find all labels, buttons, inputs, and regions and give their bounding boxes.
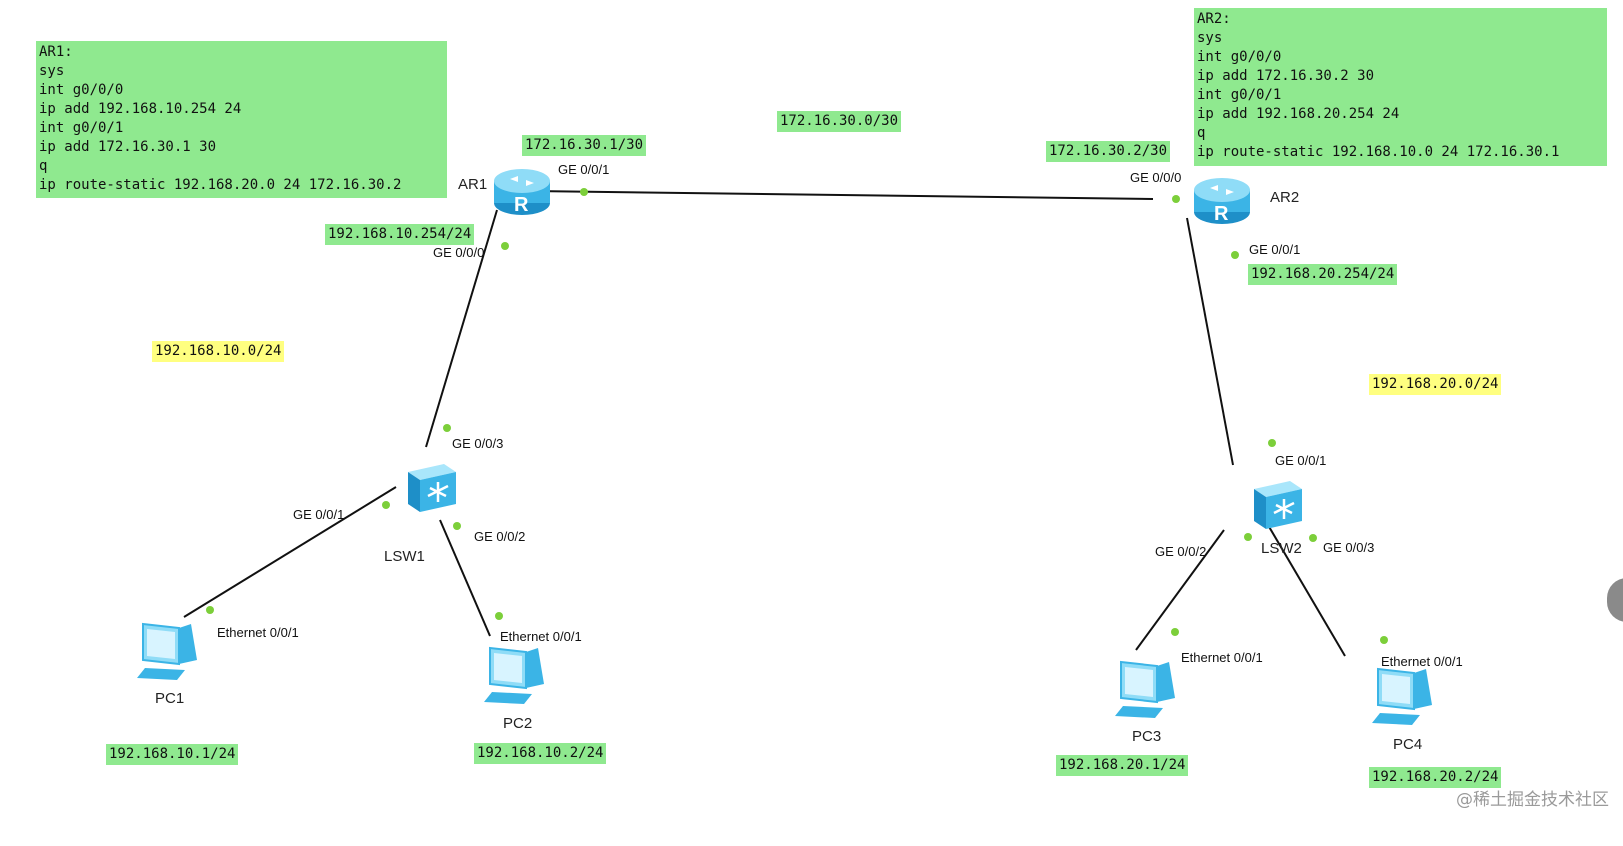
link-ar1-ar2[interactable] <box>531 190 1154 200</box>
lsw2-port-ge001-label: GE 0/0/1 <box>1275 453 1327 468</box>
pc3-ip-label[interactable]: 192.168.20.1/24 <box>1056 755 1189 776</box>
lan2-net-label[interactable]: 192.168.20.0/24 <box>1369 374 1502 395</box>
port-dot-lsw2-ge002 <box>1244 533 1252 541</box>
ar1-port-ge000-label: GE 0/0/0 <box>433 245 485 260</box>
link-lsw1-pc1[interactable] <box>183 486 397 618</box>
ar1-name: AR1 <box>458 176 488 193</box>
pc3-port-eth-label: Ethernet 0/0/1 <box>1181 650 1263 665</box>
ar2-port-ge001-label: GE 0/0/1 <box>1249 242 1301 257</box>
pc1-ip-label[interactable]: 192.168.10.1/24 <box>106 744 239 765</box>
link-lsw1-pc2[interactable] <box>439 519 491 637</box>
lsw2-switch-icon[interactable] <box>1250 477 1306 533</box>
lsw1-port-ge001-label: GE 0/0/1 <box>293 507 345 522</box>
pc4-port-eth-label: Ethernet 0/0/1 <box>1381 654 1463 669</box>
svg-text:R: R <box>514 194 529 216</box>
wan-net-label[interactable]: 172.16.30.0/30 <box>777 111 902 132</box>
ar1-router-icon[interactable]: R <box>492 165 552 217</box>
port-dot-pc3-eth <box>1171 628 1179 636</box>
port-dot-ar1-ge000 <box>501 242 509 250</box>
pc3-name: PC3 <box>1132 728 1162 745</box>
pc1-computer-icon[interactable] <box>135 620 205 686</box>
ar2-name: AR2 <box>1270 189 1300 206</box>
ar2-port-ge000-label: GE 0/0/0 <box>1130 170 1182 185</box>
lan1-net-label[interactable]: 192.168.10.0/24 <box>152 341 285 362</box>
ar2-lan-ip-label[interactable]: 192.168.20.254/24 <box>1248 264 1398 285</box>
ar2-config-note[interactable]: AR2: sys int g0/0/0 ip add 172.16.30.2 3… <box>1194 8 1607 166</box>
pc2-computer-icon[interactable] <box>482 644 552 710</box>
pc2-name: PC2 <box>503 715 533 732</box>
port-dot-ar2-ge000 <box>1172 195 1180 203</box>
link-lsw2-pc4[interactable] <box>1267 524 1346 657</box>
port-dot-lsw2-ge001 <box>1268 439 1276 447</box>
port-dot-lsw1-ge002 <box>453 522 461 530</box>
port-dot-pc4-eth <box>1380 636 1388 644</box>
edge-scroll-knob[interactable] <box>1607 578 1623 622</box>
port-dot-pc1-eth <box>206 606 214 614</box>
ar2-wan-ip-label[interactable]: 172.16.30.2/30 <box>1046 141 1171 162</box>
link-ar2-lsw2[interactable] <box>1186 217 1234 466</box>
link-ar1-lsw1[interactable] <box>425 209 498 448</box>
ar2-router-icon[interactable]: R <box>1192 174 1252 226</box>
port-dot-ar2-ge001 <box>1231 251 1239 259</box>
pc4-computer-icon[interactable] <box>1370 665 1440 731</box>
pc1-port-eth-label: Ethernet 0/0/1 <box>217 625 299 640</box>
ar1-port-ge001-label: GE 0/0/1 <box>558 162 610 177</box>
pc1-name: PC1 <box>155 690 185 707</box>
pc2-port-eth-label: Ethernet 0/0/1 <box>500 629 582 644</box>
lsw2-name: LSW2 <box>1261 540 1302 557</box>
port-dot-lsw1-ge003 <box>443 424 451 432</box>
ar1-config-note[interactable]: AR1: sys int g0/0/0 ip add 192.168.10.25… <box>36 41 447 198</box>
lsw1-port-ge003-label: GE 0/0/3 <box>452 436 504 451</box>
svg-text:R: R <box>1214 203 1229 225</box>
lsw1-port-ge002-label: GE 0/0/2 <box>474 529 526 544</box>
ar1-wan-ip-label[interactable]: 172.16.30.1/30 <box>522 135 647 156</box>
pc4-ip-label[interactable]: 192.168.20.2/24 <box>1369 767 1502 788</box>
lsw1-name: LSW1 <box>384 548 425 565</box>
port-dot-lsw1-ge001 <box>382 501 390 509</box>
pc4-name: PC4 <box>1393 736 1423 753</box>
lsw2-port-ge003-label: GE 0/0/3 <box>1323 540 1375 555</box>
port-dot-lsw2-ge003 <box>1309 534 1317 542</box>
ar1-lan-ip-label[interactable]: 192.168.10.254/24 <box>325 224 475 245</box>
lsw1-switch-icon[interactable] <box>404 460 460 516</box>
link-lsw2-pc3[interactable] <box>1135 529 1225 651</box>
lsw2-port-ge002-label: GE 0/0/2 <box>1155 544 1207 559</box>
pc2-ip-label[interactable]: 192.168.10.2/24 <box>474 743 607 764</box>
port-dot-ar1-ge001 <box>580 188 588 196</box>
pc3-computer-icon[interactable] <box>1113 658 1183 724</box>
watermark: @稀土掘金技术社区 <box>1456 790 1609 810</box>
port-dot-pc2-eth <box>495 612 503 620</box>
